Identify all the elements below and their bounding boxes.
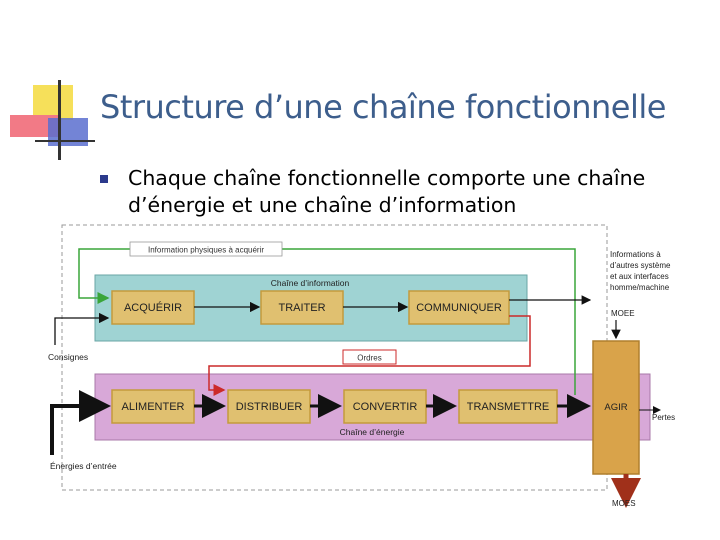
block-agir-label: AGIR bbox=[604, 402, 627, 413]
block-transmettre bbox=[458, 389, 558, 424]
informations-line-2: d’autres système bbox=[610, 261, 671, 270]
energies-entree-label: Énergies d’entrée bbox=[50, 461, 117, 471]
slide-decoration-logo bbox=[10, 80, 95, 160]
energy-chain-label: Chaîne d’énergie bbox=[340, 427, 405, 437]
system-boundary-dashed bbox=[61, 224, 608, 491]
ordres-box bbox=[342, 349, 397, 365]
block-traiter-label: TRAITER bbox=[278, 302, 325, 314]
block-traiter bbox=[260, 290, 344, 325]
arrow-ordres bbox=[208, 315, 531, 396]
info-chain-label: Chaîne d’information bbox=[271, 278, 350, 288]
block-communiquer-label: COMMUNIQUER bbox=[416, 302, 502, 314]
block-acquerir-label: ACQUÉRIR bbox=[124, 301, 182, 314]
consignes-label: Consignes bbox=[48, 352, 88, 362]
slide-title: Structure d’une chaîne fonctionnelle bbox=[100, 88, 666, 126]
block-distribuer bbox=[227, 389, 311, 424]
info-physiques-box bbox=[129, 241, 283, 257]
arrow-energies-entree bbox=[50, 390, 111, 455]
block-communiquer bbox=[408, 290, 510, 325]
block-distribuer-label: DISTRIBUER bbox=[236, 401, 303, 413]
block-convertir-label: CONVERTIR bbox=[353, 401, 418, 413]
moes-label: MOES bbox=[612, 499, 636, 508]
arrow-info-physiques bbox=[78, 248, 576, 395]
pertes-label: Pertes bbox=[652, 413, 675, 422]
block-acquerir bbox=[111, 290, 195, 325]
informations-line-3: et aux interfaces bbox=[610, 272, 669, 281]
moee-label: MOEE bbox=[611, 309, 635, 318]
informations-line-1: Informations à bbox=[610, 250, 661, 259]
block-convertir bbox=[343, 389, 427, 424]
info-physiques-label: Information physiques à acquérir bbox=[148, 246, 264, 255]
bullet-square-icon bbox=[100, 175, 108, 183]
block-alimenter-label: ALIMENTER bbox=[122, 401, 185, 413]
informations-line-4: homme/machine bbox=[610, 283, 670, 292]
block-agir bbox=[592, 340, 640, 475]
ordres-label: Ordres bbox=[357, 354, 381, 363]
block-transmettre-label: TRANSMETTRE bbox=[467, 401, 550, 413]
bullet-text: Chaque chaîne fonctionnelle comporte une… bbox=[128, 166, 646, 217]
arrow-consignes bbox=[54, 312, 110, 345]
